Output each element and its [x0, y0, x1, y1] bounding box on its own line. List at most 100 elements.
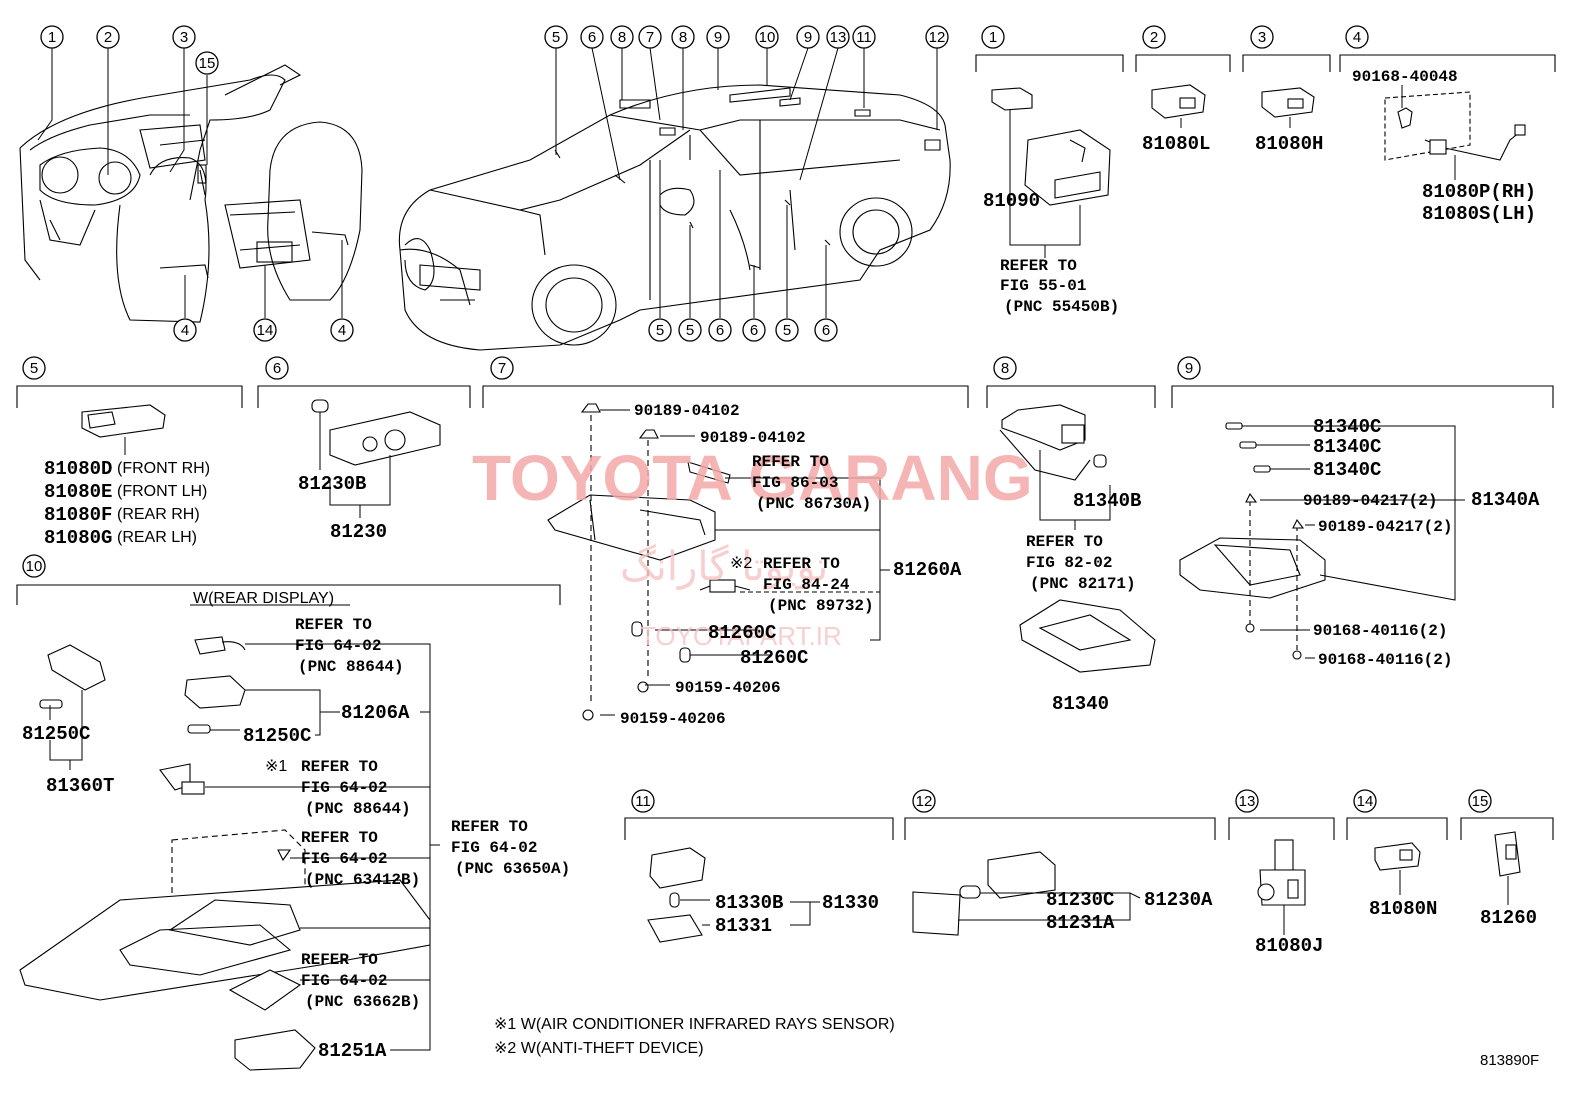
- svg-text:2: 2: [104, 29, 112, 46]
- svg-text:(PNC 63650A): (PNC 63650A): [455, 860, 570, 878]
- svg-text:81206A: 81206A: [341, 702, 410, 724]
- svg-text:1: 1: [989, 29, 997, 46]
- svg-text:81230C: 81230C: [1046, 889, 1114, 911]
- svg-text:81260C: 81260C: [740, 647, 808, 669]
- svg-text:81250C: 81250C: [22, 723, 90, 745]
- overview-callout: 9: [706, 25, 730, 49]
- svg-text:81230A: 81230A: [1144, 889, 1213, 911]
- svg-text:5: 5: [783, 322, 791, 339]
- overview-callout: 2: [96, 25, 120, 49]
- part-81080P: 81080P(RH): [1422, 181, 1536, 203]
- overview-callout: 8: [610, 25, 634, 49]
- section-callout-6: 6: [265, 356, 289, 380]
- overview-callout: 4: [330, 318, 354, 342]
- overview-callout: 6: [708, 318, 732, 342]
- section-callout-9: 9: [1177, 356, 1201, 380]
- svg-text:15: 15: [199, 55, 216, 72]
- overview-callout: 6: [814, 318, 838, 342]
- svg-text:81080N: 81080N: [1369, 898, 1437, 920]
- section-callout-2: 2: [1142, 25, 1166, 49]
- svg-text:REFER TO: REFER TO: [295, 616, 372, 634]
- part-81090: 81090: [983, 190, 1040, 212]
- svg-text:9: 9: [1185, 360, 1193, 377]
- overview-callout: 5: [678, 318, 702, 342]
- svg-text:(PNC 86730A): (PNC 86730A): [756, 495, 871, 513]
- svg-text:81340B: 81340B: [1073, 490, 1141, 512]
- section-callout-11: 11: [631, 789, 655, 813]
- svg-text:(PNC 63412B): (PNC 63412B): [305, 871, 420, 889]
- svg-text:3: 3: [1258, 29, 1266, 46]
- svg-text:81231A: 81231A: [1046, 912, 1115, 934]
- svg-text:14: 14: [257, 322, 274, 339]
- svg-text:81340C: 81340C: [1313, 459, 1381, 481]
- svg-text:9: 9: [804, 29, 812, 46]
- svg-text:13: 13: [830, 29, 847, 46]
- overview-callout: 7: [638, 25, 662, 49]
- svg-text:6: 6: [822, 322, 830, 339]
- svg-text:2: 2: [1150, 29, 1158, 46]
- svg-text:5: 5: [30, 360, 38, 377]
- svg-text:90189-04217(2): 90189-04217(2): [1303, 492, 1437, 510]
- section-callout-4: 4: [1345, 25, 1369, 49]
- svg-text:81340C: 81340C: [1313, 436, 1381, 458]
- svg-text:81340A: 81340A: [1471, 489, 1540, 511]
- svg-text:FIG 64-02: FIG 64-02: [301, 972, 387, 990]
- svg-text:81360T: 81360T: [46, 775, 114, 797]
- svg-text:(PNC 88644): (PNC 88644): [298, 658, 404, 676]
- section-callout-12: 12: [912, 789, 936, 813]
- figure-code: 813890F: [1480, 1052, 1539, 1069]
- vehicle-overview-drawing: [398, 84, 951, 351]
- svg-text:10: 10: [759, 29, 776, 46]
- svg-text:81260C: 81260C: [708, 622, 776, 644]
- svg-text:(REAR RH): (REAR RH): [117, 506, 200, 523]
- svg-text:81251A: 81251A: [318, 1040, 387, 1062]
- part-sketches: [19, 84, 1526, 1071]
- svg-text:(PNC 55450B): (PNC 55450B): [1004, 298, 1119, 316]
- svg-text:6: 6: [716, 322, 724, 339]
- overview-callout: 5: [544, 25, 568, 49]
- overview-callout: 4: [173, 318, 197, 342]
- section-callout-5: 5: [22, 356, 46, 380]
- svg-text:FIG 84-24: FIG 84-24: [763, 576, 850, 594]
- svg-text:8: 8: [618, 29, 626, 46]
- svg-text:81331: 81331: [715, 915, 772, 937]
- part-81080L: 81080L: [1142, 133, 1210, 155]
- svg-text:15: 15: [1472, 793, 1489, 810]
- part-81080S: 81080S(LH): [1422, 203, 1536, 225]
- overview-callout: 15: [195, 51, 219, 75]
- part-leader-lines: [49, 85, 1509, 1051]
- svg-text:4: 4: [181, 322, 189, 339]
- section-callout-1: 1: [981, 25, 1005, 49]
- svg-text:6: 6: [588, 29, 596, 46]
- svg-text:FIG 82-02: FIG 82-02: [1026, 554, 1112, 572]
- svg-text:81260A: 81260A: [893, 559, 962, 581]
- overview-callout: 12: [925, 25, 949, 49]
- svg-text:81340C: 81340C: [1313, 416, 1381, 438]
- svg-text:REFER TO: REFER TO: [301, 829, 378, 847]
- watermark-farsi: تویوتا گارانگ: [620, 544, 828, 590]
- svg-text:REFER TO: REFER TO: [301, 951, 378, 969]
- svg-text:(PNC 63662B): (PNC 63662B): [305, 993, 420, 1011]
- svg-text:REFER TO: REFER TO: [301, 758, 378, 776]
- svg-text:FIG 64-02: FIG 64-02: [301, 850, 387, 868]
- svg-text:※1: ※1: [265, 758, 287, 775]
- overview-callout: 13: [826, 25, 850, 49]
- svg-text:FIG 64-02: FIG 64-02: [295, 637, 381, 655]
- svg-text:1: 1: [48, 29, 56, 46]
- svg-text:12: 12: [916, 793, 933, 810]
- svg-text:FIG 64-02: FIG 64-02: [301, 779, 387, 797]
- svg-text:※2: ※2: [730, 555, 752, 572]
- svg-text:7: 7: [498, 360, 506, 377]
- labels: 81090 REFER TO FIG 55-01 (PNC 55450B) 81…: [22, 68, 1540, 1069]
- svg-text:8: 8: [1001, 360, 1009, 377]
- overview-callout: 8: [671, 25, 695, 49]
- svg-text:81080E: 81080E: [44, 481, 112, 503]
- section-callout-10: 10: [22, 554, 46, 578]
- svg-text:6: 6: [750, 322, 758, 339]
- svg-text:81080G: 81080G: [44, 527, 112, 549]
- interior-overview-drawing: [19, 64, 363, 323]
- overview-callout: 5: [648, 318, 672, 342]
- svg-text:3: 3: [180, 29, 188, 46]
